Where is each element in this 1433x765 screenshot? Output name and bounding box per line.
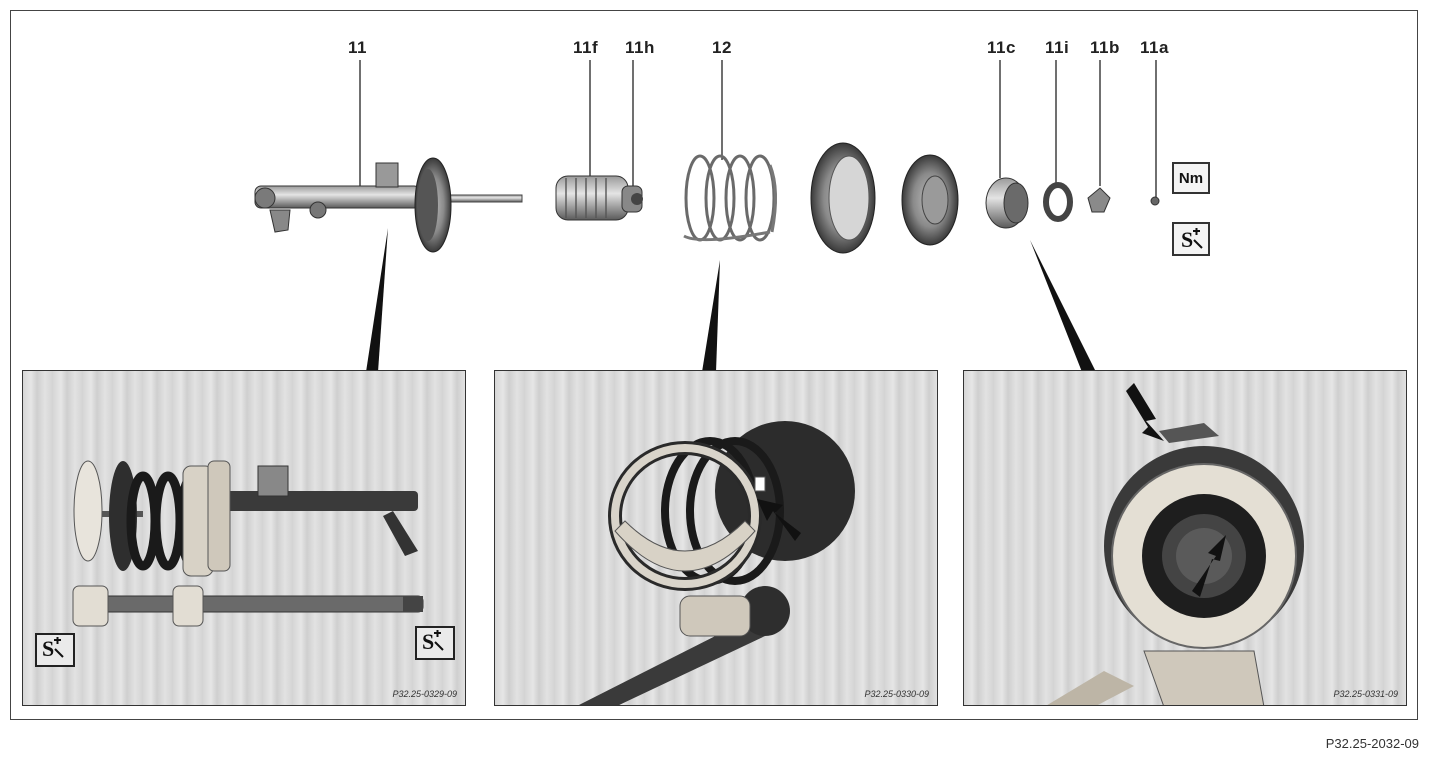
panel-code: P32.25-0329-09 bbox=[392, 689, 457, 699]
tool-icon: S bbox=[35, 633, 75, 667]
label-11i: 11i bbox=[1045, 38, 1070, 57]
detail-panel-middle: P32.25-0330-09 bbox=[494, 370, 938, 706]
label-11f: 11f bbox=[573, 38, 599, 57]
tool-icon: S bbox=[415, 626, 455, 660]
label-11c: 11c bbox=[987, 38, 1016, 57]
label-11: 11 bbox=[348, 38, 367, 57]
panel-code: P32.25-0330-09 bbox=[864, 689, 929, 699]
figure-code: P32.25-2032-09 bbox=[1325, 736, 1419, 751]
svg-text:S: S bbox=[1181, 227, 1193, 252]
label-11h: 11h bbox=[625, 38, 655, 57]
figure-frame bbox=[10, 10, 1418, 720]
label-11a: 11a bbox=[1140, 38, 1169, 57]
panel-code: P32.25-0331-09 bbox=[1333, 689, 1398, 699]
svg-text:S: S bbox=[422, 629, 434, 654]
detail-panel-right: P32.25-0331-09 bbox=[963, 370, 1407, 706]
svg-text:S: S bbox=[42, 636, 54, 661]
spring-compressor-tool-icon: S bbox=[1172, 222, 1210, 256]
label-12: 12 bbox=[712, 38, 732, 57]
torque-badge: Nm bbox=[1172, 162, 1210, 194]
detail-panel-left: S S P32.25-0329-09 bbox=[22, 370, 466, 706]
label-11b: 11b bbox=[1090, 38, 1120, 57]
